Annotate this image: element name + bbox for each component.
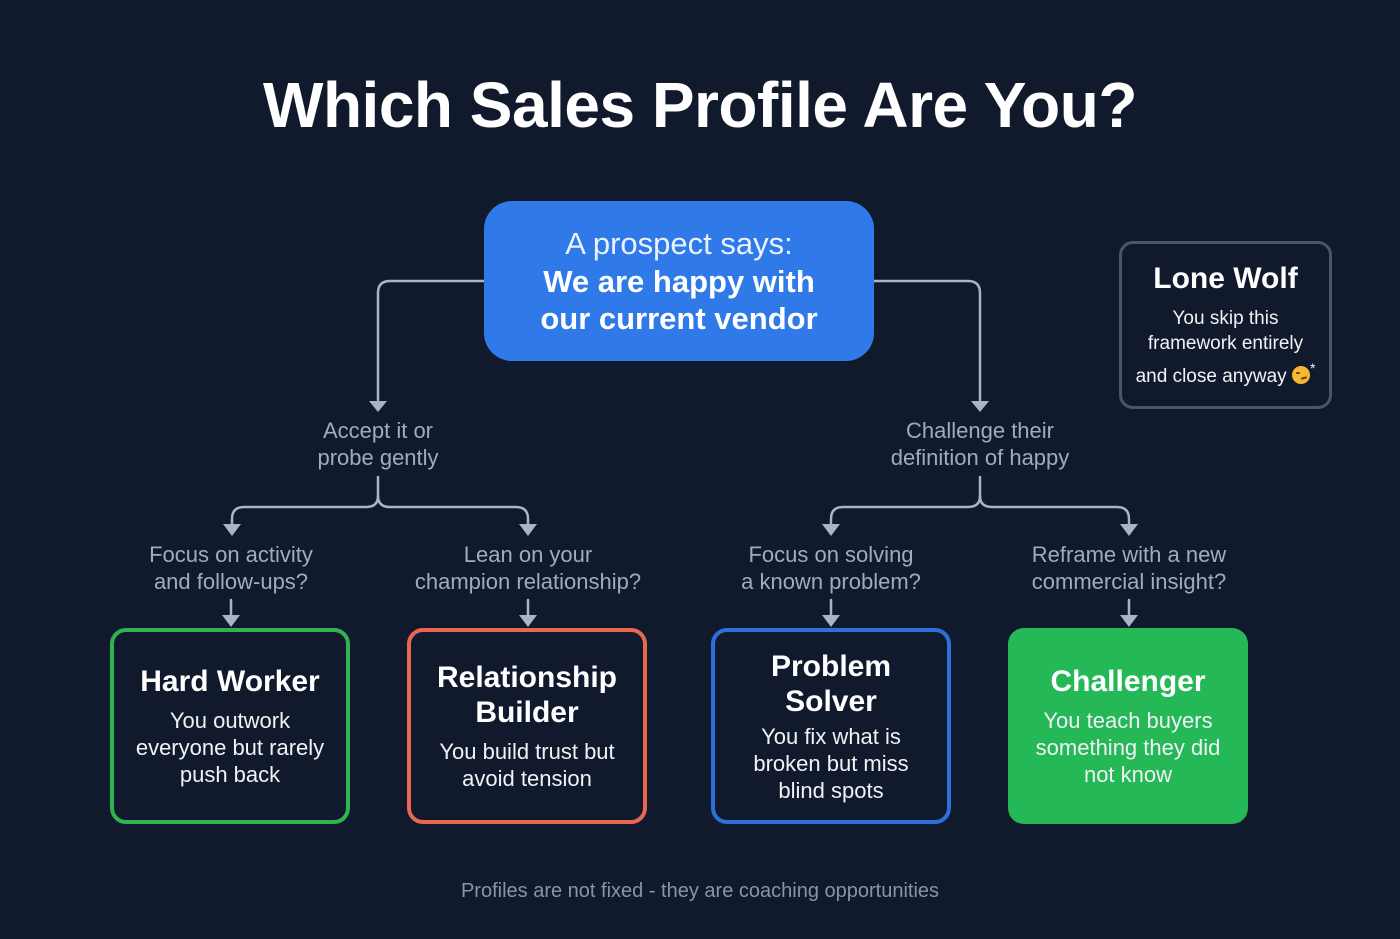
profile-desc-line3: blind spots: [778, 777, 884, 803]
profile-title-line2: Builder: [475, 696, 579, 729]
profile-desc-line1: You build trust but: [439, 739, 615, 764]
root-prefix: A prospect says:: [565, 226, 793, 261]
question-activity: Focus on activity and follow-ups?: [111, 541, 351, 595]
root-quote-line2: our current vendor: [540, 301, 818, 336]
question-line1: Reframe with a new: [1031, 542, 1227, 567]
lone-wolf-desc-line1: You skip this: [1172, 307, 1279, 329]
arrow-head-icon: [223, 524, 241, 536]
branch-label-accept: Accept it or probe gently: [278, 417, 478, 471]
arrow-head-icon: [971, 401, 989, 412]
profile-desc-line3: push back: [179, 762, 281, 787]
question-line2: and follow-ups?: [153, 569, 309, 594]
connector-root-right: [872, 279, 982, 402]
arrow-head-icon: [222, 615, 240, 627]
arrow-head-icon: [519, 615, 537, 627]
profile-title: Challenger: [1050, 665, 1206, 698]
question-line1: Lean on your: [463, 542, 593, 567]
question-champion: Lean on your champion relationship?: [388, 541, 668, 595]
root-node: A prospect says: We are happy with our c…: [484, 201, 874, 361]
profile-desc-line2: everyone but rarely: [135, 735, 325, 760]
smirk-face-icon: [1291, 365, 1310, 384]
branch-label-line2: probe gently: [317, 445, 439, 470]
arrow-head-icon: [822, 524, 840, 536]
arrow-head-icon: [369, 401, 387, 412]
profile-title-line2: Solver: [785, 684, 877, 718]
profile-title: Hard Worker: [140, 665, 320, 698]
connector-root-left: [376, 279, 486, 402]
lone-wolf-title: Lone Wolf: [1153, 261, 1298, 295]
arrow-head-icon: [519, 524, 537, 536]
arrow-head-icon: [1120, 524, 1138, 536]
profile-desc-line1: You fix what is: [761, 723, 901, 749]
profile-title-line1: Relationship: [436, 661, 617, 694]
question-reframe: Reframe with a new commercial insight?: [999, 541, 1259, 595]
question-solving: Focus on solving a known problem?: [711, 541, 951, 595]
profile-title-line1: Problem: [770, 649, 892, 683]
profile-desc-line1: You outwork: [169, 708, 291, 733]
branch-label-line1: Accept it or: [322, 418, 434, 443]
footnote-mark: *: [1309, 359, 1316, 376]
question-line1: Focus on solving: [748, 542, 914, 567]
profile-desc-line2: broken but miss: [753, 750, 909, 776]
question-line1: Focus on activity: [149, 542, 313, 567]
question-line2: commercial insight?: [1031, 569, 1227, 594]
profile-card-hard-worker: Hard Worker You outwork everyone but rar…: [110, 628, 350, 824]
branch-label-line2: definition of happy: [890, 445, 1070, 470]
lone-wolf-card: Lone Wolf You skip this framework entire…: [1119, 241, 1332, 409]
profile-card-challenger: Challenger You teach buyers something th…: [1008, 628, 1248, 824]
question-line2: champion relationship?: [414, 569, 642, 594]
profile-desc-line2: something they did: [1035, 735, 1221, 760]
profile-card-relationship-builder: Relationship Builder You build trust but…: [407, 628, 647, 824]
arrow-head-icon: [822, 615, 840, 627]
footer-note: Profiles are not fixed - they are coachi…: [460, 880, 940, 902]
lone-wolf-desc-line3: and close anyway: [1135, 365, 1287, 387]
branch-label-challenge: Challenge their definition of happy: [860, 417, 1100, 471]
arrow-head-icon: [1120, 615, 1138, 627]
profile-card-problem-solver: Problem Solver You fix what is broken bu…: [711, 628, 951, 824]
question-line2: a known problem?: [741, 569, 921, 594]
root-quote-line1: We are happy with: [543, 264, 815, 299]
profile-desc-line1: You teach buyers: [1043, 708, 1213, 733]
profile-desc-line3: not know: [1083, 762, 1173, 787]
lone-wolf-desc-line2: framework entirely: [1147, 332, 1304, 354]
profile-desc-line2: avoid tension: [462, 766, 592, 791]
branch-label-line1: Challenge their: [906, 418, 1054, 443]
page-title: Which Sales Profile Are You?: [263, 69, 1137, 141]
